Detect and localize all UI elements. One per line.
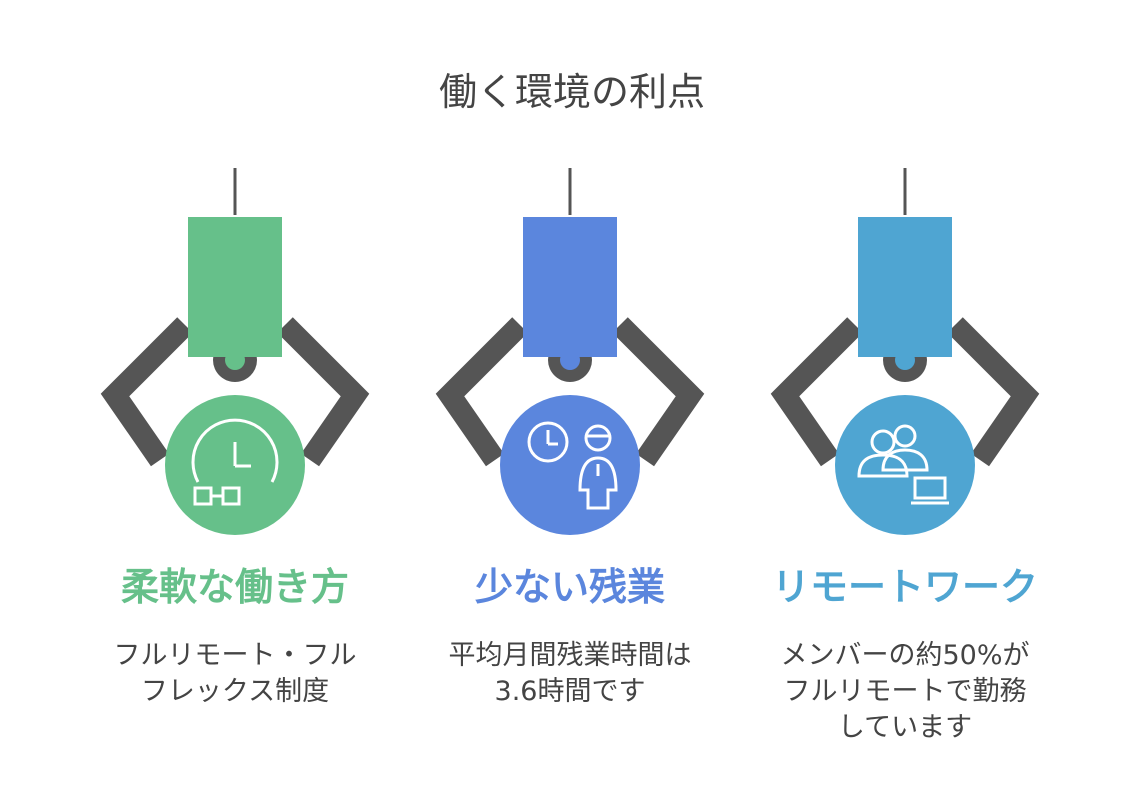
- benefit-heading: 少ない残業: [474, 565, 665, 609]
- benefit-heading: リモートワーク: [771, 565, 1038, 609]
- benefit-heading: 柔軟な働き方: [120, 565, 349, 609]
- claw-right-arm: [277, 317, 370, 467]
- page-title: 働く環境の利点: [438, 70, 705, 114]
- claw-graphic: [100, 168, 370, 535]
- remote-users-laptop-icon: [857, 424, 949, 505]
- claw-right-arm: [612, 317, 705, 467]
- claw-body: [523, 217, 617, 357]
- claw-graphic: [770, 168, 1040, 535]
- benefit-icon-circle: [500, 395, 640, 535]
- claw-right-arm: [947, 317, 1040, 467]
- claw-left-arm: [770, 317, 863, 467]
- benefit-description: 平均月間残業時間は 3.6時間です: [448, 640, 692, 707]
- benefit-card-overtime: 少ない残業 平均月間残業時間は 3.6時間です: [420, 160, 720, 760]
- clock-flex-icon: [191, 418, 279, 506]
- benefit-description: フルリモート・フル フレックス制度: [113, 640, 357, 707]
- claw-body: [188, 217, 282, 357]
- benefit-description: メンバーの約50%が フルリモートで勤務 しています: [780, 640, 1030, 743]
- claw-graphic: [435, 168, 705, 535]
- claw-body: [858, 217, 952, 357]
- benefit-card-remote: リモートワーク メンバーの約50%が フルリモートで勤務 しています: [755, 160, 1055, 760]
- clock-person-icon: [527, 421, 618, 510]
- claw-left-arm: [435, 317, 528, 467]
- benefit-card-flexible: 柔軟な働き方 フルリモート・フル フレックス制度: [85, 160, 385, 760]
- claw-left-arm: [100, 317, 193, 467]
